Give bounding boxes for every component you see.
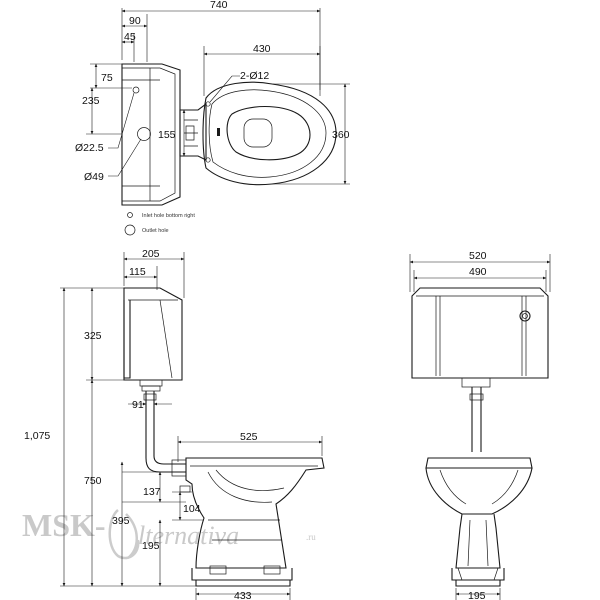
plan-dimensions: 740 90 45 430 2-Ø12 75 235 <box>75 0 350 185</box>
plan-cistern <box>121 63 181 206</box>
dim-front-195: 195 <box>468 590 486 600</box>
front-view: 520 490 195 <box>409 250 551 600</box>
dim-740: 740 <box>210 0 228 11</box>
watermark: MSK- lternativa .ru <box>22 507 316 560</box>
legend-inlet-symbol <box>127 212 133 218</box>
side-view: 205 115 325 91 1,075 750 <box>24 248 325 600</box>
plan-bowl <box>202 81 337 186</box>
inlet-hole <box>132 86 140 94</box>
plan-legend: Inlet hole bottom right Outlet hole <box>124 212 195 236</box>
watermark-logo <box>108 509 140 560</box>
watermark-suffix: .ru <box>306 532 316 542</box>
dim-outlet-diameter: Ø49 <box>84 171 104 183</box>
legend-outlet: Outlet hole <box>142 228 169 234</box>
front-bowl <box>425 457 533 587</box>
side-cistern <box>123 287 183 392</box>
dim-750: 750 <box>84 475 102 487</box>
dim-235: 235 <box>82 95 100 107</box>
front-cistern <box>411 287 549 388</box>
dim-75: 75 <box>101 72 113 84</box>
fixing-hole-bottom <box>205 157 211 163</box>
side-dimensions: 205 115 325 91 1,075 750 <box>24 248 323 600</box>
watermark-right: lternativa <box>138 521 239 550</box>
dim-433: 433 <box>234 590 252 600</box>
dim-1075: 1,075 <box>24 430 50 442</box>
dim-45: 45 <box>124 31 136 43</box>
dim-520: 520 <box>469 250 487 262</box>
dim-525: 525 <box>240 431 258 443</box>
dim-395: 395 <box>112 515 130 527</box>
dim-430: 430 <box>253 43 271 55</box>
dim-137: 137 <box>143 486 161 498</box>
front-flush-pipe <box>469 387 484 452</box>
dim-155: 155 <box>158 129 176 141</box>
dim-205: 205 <box>142 248 160 260</box>
front-dimensions: 520 490 195 <box>409 250 551 600</box>
legend-inlet: Inlet hole bottom right <box>142 213 195 219</box>
flush-button-icon <box>519 310 531 322</box>
outlet-hole <box>137 127 151 141</box>
dim-325: 325 <box>84 330 102 342</box>
dim-90: 90 <box>129 15 141 27</box>
dim-inlet-diameter: Ø22.5 <box>75 142 104 154</box>
dim-104: 104 <box>183 503 201 515</box>
fixing-hole-top <box>205 101 211 107</box>
dim-360: 360 <box>332 129 350 141</box>
dim-115: 115 <box>129 266 146 278</box>
dim-195: 195 <box>142 540 160 552</box>
dim-91: 91 <box>132 399 144 411</box>
dim-490: 490 <box>469 266 487 278</box>
dim-fixing-holes: 2-Ø12 <box>240 70 269 82</box>
legend-outlet-symbol <box>124 224 136 236</box>
plan-view: 740 90 45 430 2-Ø12 75 235 <box>75 0 350 236</box>
